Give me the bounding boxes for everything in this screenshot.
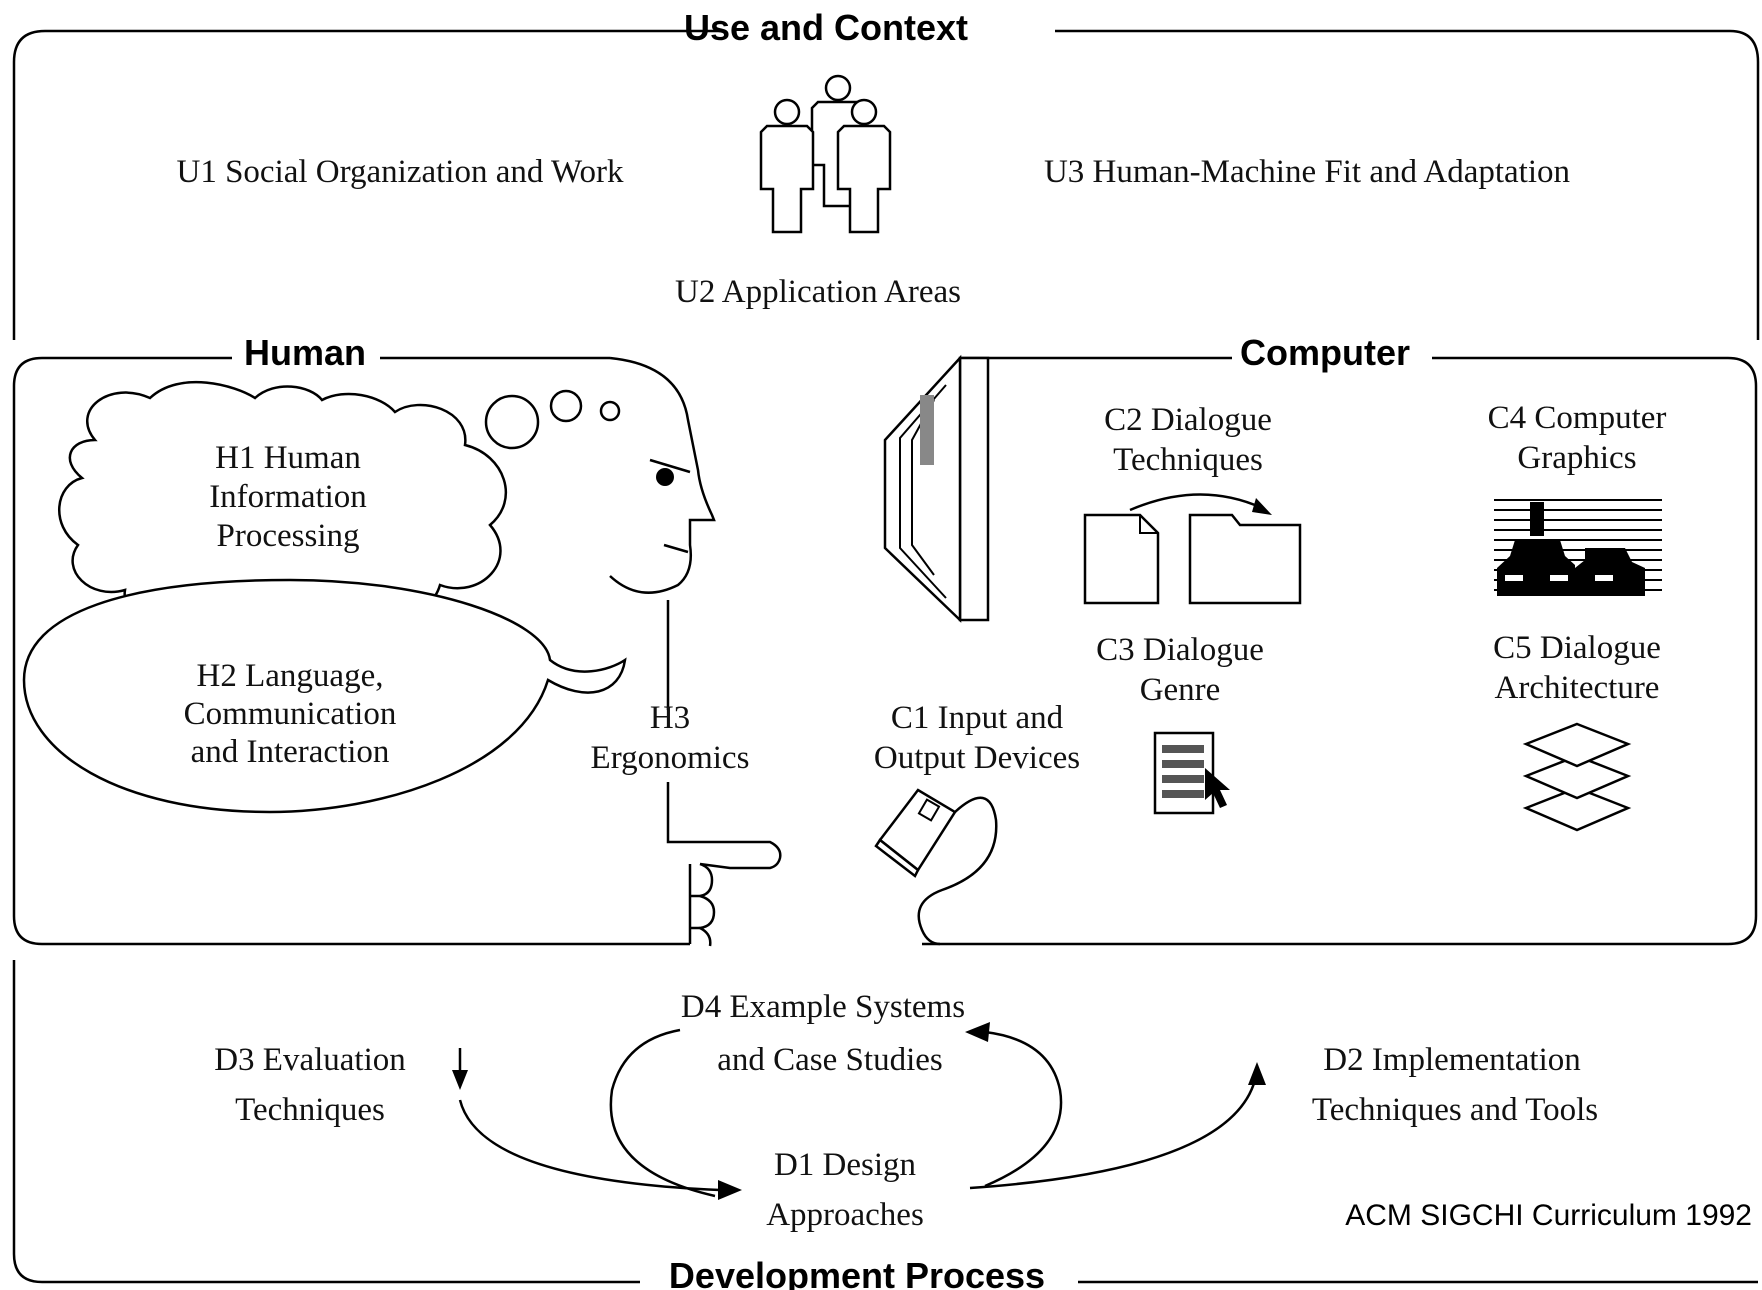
c3-label-line1: C3 Dialogue [1096, 632, 1264, 668]
computer-frame [922, 356, 1758, 946]
c3-label-line2: Genre [1140, 672, 1221, 708]
human-head-profile-icon [484, 356, 716, 710]
c5-label-line2: Architecture [1495, 670, 1660, 706]
mouse-device-icon [874, 788, 998, 946]
h3-label-line1: H3 [650, 700, 690, 736]
speech-bubble-shape [22, 578, 627, 814]
d4-label-line2: and Case Studies [717, 1042, 942, 1078]
credit-text: ACM SIGCHI Curriculum 1992 [1345, 1199, 1752, 1232]
c2-label-line1: C2 Dialogue [1104, 402, 1272, 438]
document-cursor-icon [1153, 731, 1230, 815]
h3-label-line2: Ergonomics [591, 740, 750, 776]
c1-label-line2: Output Devices [874, 740, 1080, 776]
h1-label-line2: Information [209, 479, 367, 515]
pointing-hand-icon [666, 782, 782, 947]
d1-label-line1: D1 Design [774, 1147, 916, 1183]
human-frame [12, 356, 690, 946]
use-context-frame [12, 29, 1760, 340]
h1-label-line3: Processing [217, 518, 360, 554]
d2-label-line1: D2 Implementation [1323, 1042, 1581, 1078]
document-to-folder-icon [1083, 493, 1302, 605]
h2-label-line1: H2 Language, [197, 658, 384, 694]
c5-label-line1: C5 Dialogue [1493, 630, 1661, 666]
computer-title: Computer [1240, 332, 1410, 373]
c4-label-line1: C4 Computer [1488, 400, 1667, 436]
d4-label-line1: D4 Example Systems [681, 989, 965, 1025]
development-title: Development Process [669, 1255, 1045, 1290]
use-context-title: Use and Context [684, 7, 968, 48]
development-cycle-arrows [452, 1022, 1266, 1200]
u1-label: U1 Social Organization and Work [176, 154, 624, 190]
h2-label-line2: Communication [184, 696, 397, 732]
d2-label-line2: Techniques and Tools [1312, 1092, 1598, 1128]
d1-label-line2: Approaches [766, 1197, 924, 1233]
human-title: Human [244, 332, 366, 373]
development-frame [12, 960, 1758, 1284]
layered-architecture-icon [1522, 722, 1632, 832]
thought-cloud-shape [57, 380, 507, 628]
u2-label: U2 Application Areas [675, 274, 961, 310]
c4-label-line2: Graphics [1517, 440, 1636, 476]
computer-monitor-icon [883, 354, 990, 623]
h1-label-line1: H1 Human [215, 440, 361, 476]
h2-label-line3: and Interaction [191, 734, 390, 770]
u3-label: U3 Human-Machine Fit and Adaptation [1044, 154, 1570, 190]
c1-label-line1: C1 Input and [891, 700, 1064, 736]
d3-label-line2: Techniques [235, 1092, 385, 1128]
d3-label-line1: D3 Evaluation [214, 1042, 406, 1078]
people-group-icon [759, 74, 892, 234]
c2-label-line2: Techniques [1113, 442, 1263, 478]
computer-graphics-icon [1494, 499, 1662, 596]
